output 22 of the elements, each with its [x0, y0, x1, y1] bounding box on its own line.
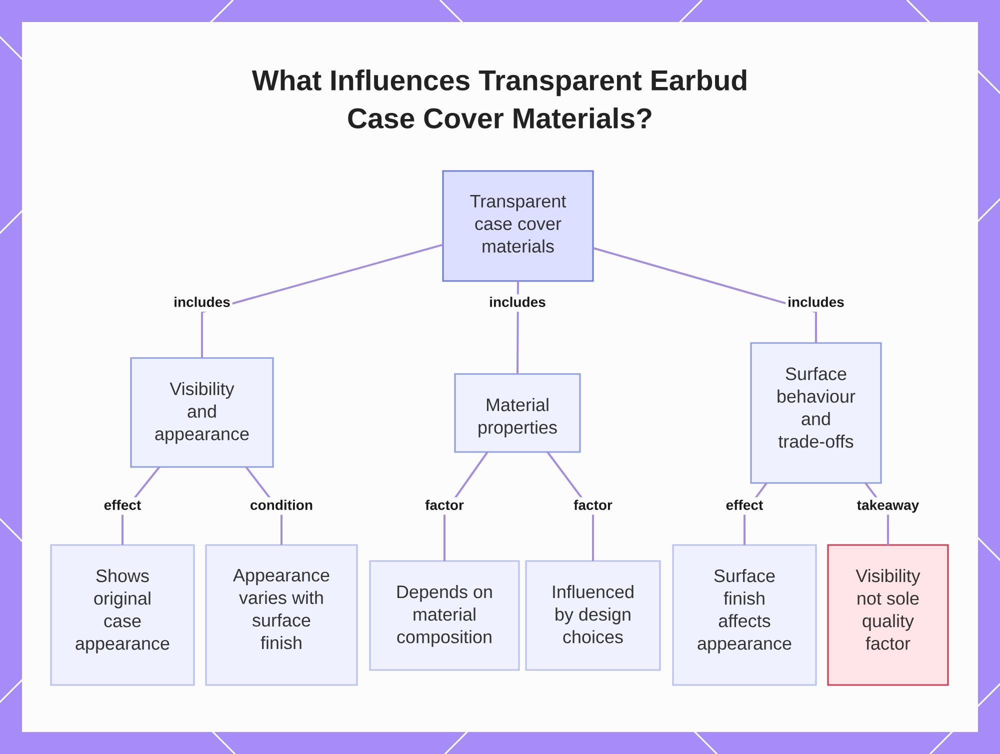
concept-box: Transparent case cover materials	[442, 170, 594, 282]
edge-label: factor	[572, 497, 614, 515]
concept-box: Surface finish affects appearance	[672, 544, 817, 686]
edge-label: effect	[724, 497, 766, 515]
edge-label: takeaway	[854, 497, 922, 515]
edge-label: includes	[487, 294, 548, 312]
edge-label: includes	[172, 294, 232, 312]
concept-box: Influenced by design choices	[525, 560, 661, 671]
edge-label: effect	[102, 497, 144, 515]
connector-line	[201, 244, 444, 358]
edge-label: includes	[786, 294, 846, 312]
edge-label: factor	[423, 497, 466, 515]
concept-box: Appearance varies with surface finish	[205, 544, 358, 686]
concept-box: Visibility and appearance	[130, 357, 274, 468]
concept-box: Material properties	[454, 373, 581, 453]
concept-box: Shows original case appearance	[50, 544, 195, 686]
connector-line	[592, 247, 817, 343]
edge-label: condition	[248, 497, 315, 515]
concept-box: Surface behaviour and trade-offs	[750, 342, 882, 484]
concept-box: Depends on material composition	[369, 560, 520, 671]
title: What Influences Transparent Earbud Case Cover Materials?	[252, 70, 746, 128]
highlight-box: Visibility not sole quality factor	[827, 544, 949, 686]
